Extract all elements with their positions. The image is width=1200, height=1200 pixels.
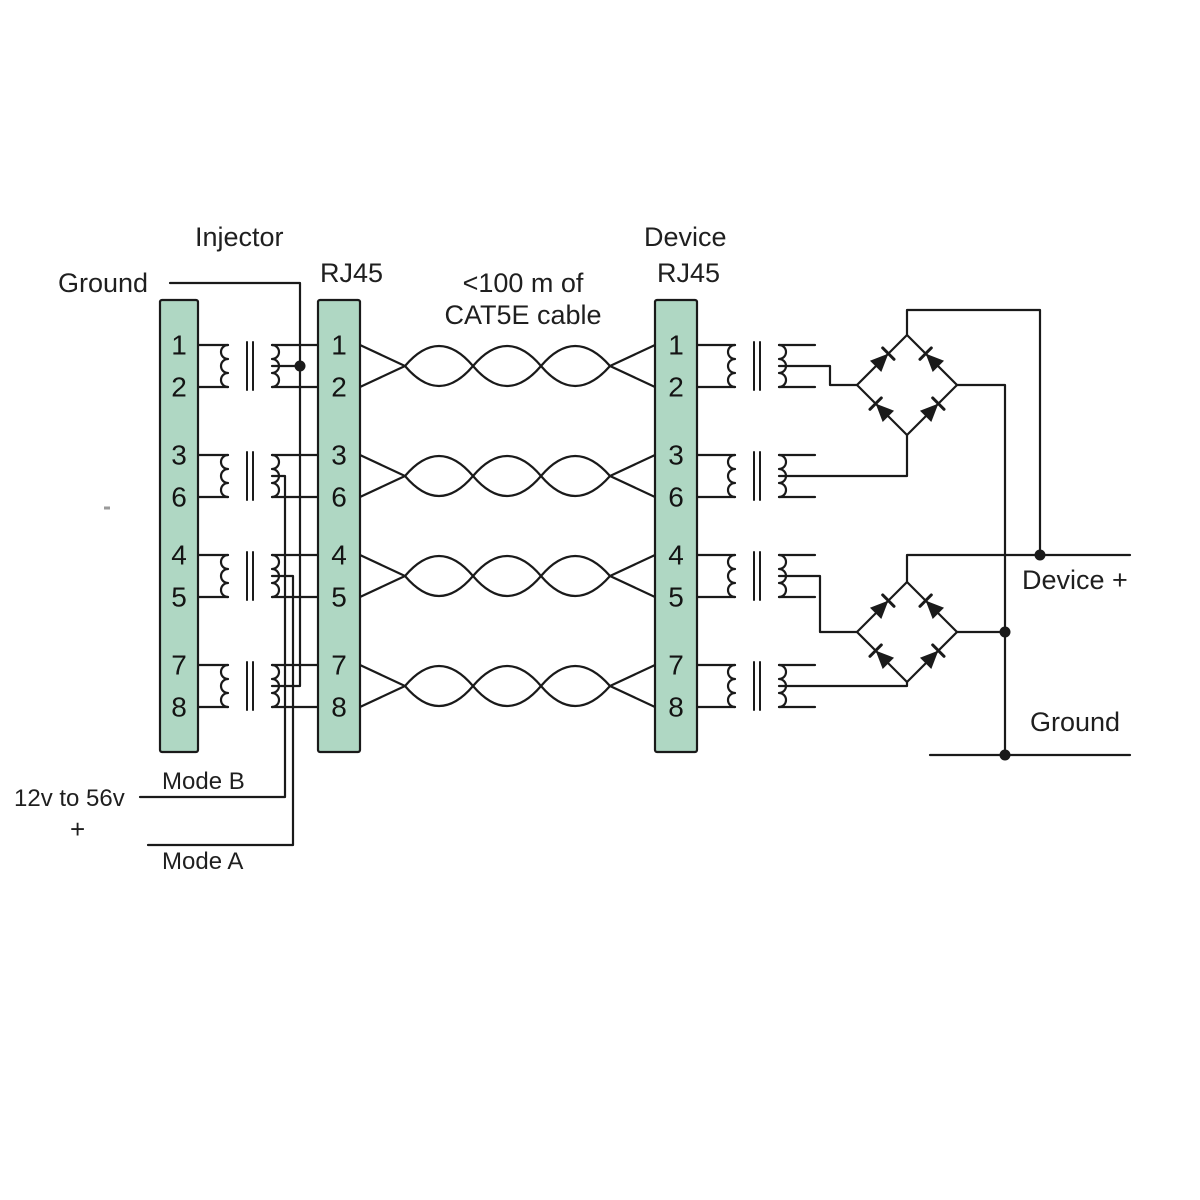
bridge-top-plus-wire	[905, 308, 1042, 557]
device-rj45-pin-numbers: 1 2 3 6 4 5 7 8	[668, 330, 684, 723]
device-transformer-pair-4-5	[726, 550, 788, 602]
pin-label: 2	[668, 372, 684, 403]
injector-pin-numbers: 1 2 3 6 4 5 7 8	[171, 330, 187, 723]
label-supply-plus: +	[70, 814, 85, 844]
wire-dev-pair-3-6	[695, 433, 909, 499]
label-rj45-left: RJ45	[320, 258, 383, 288]
diode-bridge-bottom	[855, 580, 959, 684]
label-rj45-right: RJ45	[657, 258, 720, 288]
label-ground-left: Ground	[58, 268, 148, 298]
injector-rj45-connector-bar	[316, 298, 362, 754]
device-transformer-pair-3-6	[726, 450, 788, 502]
label-device: Device	[644, 222, 727, 252]
pin-label: 1	[331, 330, 347, 361]
label-cable-line2: CAT5E cable	[444, 300, 601, 330]
pin-label: 5	[171, 582, 187, 613]
junction-dot	[1034, 549, 1046, 561]
wire-dev-pair-1-2	[695, 343, 859, 389]
pin-label: 1	[171, 330, 187, 361]
wire-pair-4-5	[196, 553, 320, 599]
label-mode-b: Mode B	[162, 768, 245, 795]
injector-rj45-pin-numbers: 1 2 3 6 4 5 7 8	[331, 330, 347, 723]
injector-transformer-pair-3-6	[219, 450, 281, 502]
twisted-pair-7-8	[358, 663, 657, 709]
mode-a-wire	[146, 574, 295, 847]
pin-label: 5	[668, 582, 684, 613]
pin-label: 6	[331, 482, 347, 513]
pin-label: 3	[171, 440, 187, 471]
wire-pair-1-2	[196, 343, 320, 389]
bridge-top-return-wire	[955, 383, 1007, 757]
wire-pair-7-8	[196, 663, 320, 709]
bridge-output-wires	[905, 308, 1132, 757]
pin-label: 6	[171, 482, 187, 513]
twisted-pair-3-6	[358, 453, 657, 499]
pin-label: 7	[171, 650, 187, 681]
label-injector: Injector	[195, 222, 284, 252]
label-cable-line1: <100 m of	[463, 268, 584, 298]
twisted-pair-1-2	[358, 343, 657, 389]
injector-transformer-pair-1-2	[219, 340, 281, 392]
label-supply-range: 12v to 56v	[14, 785, 125, 812]
junction-dot	[999, 749, 1011, 761]
pin-label: 4	[668, 540, 684, 571]
wire-dev-pair-7-8	[695, 663, 909, 709]
pin-label: 7	[331, 650, 347, 681]
junction-dot	[999, 626, 1011, 638]
wire-pair-3-6	[196, 453, 320, 499]
label-mode-a: Mode A	[162, 848, 243, 875]
injector-pin-connector-bar	[158, 298, 200, 754]
pin-label: 4	[331, 540, 347, 571]
pin-label: 8	[668, 692, 684, 723]
twisted-pair-4-5	[358, 553, 657, 599]
pin-label: 1	[668, 330, 684, 361]
pin-label: 8	[171, 692, 187, 723]
injector-winding-wires	[196, 343, 320, 709]
junction-dot	[294, 360, 306, 372]
label-device-plus: Device +	[1022, 565, 1128, 595]
pin-label: 2	[171, 372, 187, 403]
device-transformer-pair-1-2	[726, 340, 788, 392]
device-rj45-connector-bar	[653, 298, 699, 754]
injector-transformer-pair-7-8	[219, 660, 281, 712]
pin-label: 3	[668, 440, 684, 471]
label-ground-right: Ground	[1030, 707, 1120, 737]
pin-label: 5	[331, 582, 347, 613]
injector-transformer-pair-4-5	[219, 550, 281, 602]
device-winding-wires	[695, 343, 909, 709]
cat5e-twisted-pairs	[358, 343, 657, 709]
pin-label: 8	[331, 692, 347, 723]
diode-bridge-top	[855, 333, 959, 437]
wire-dev-pair-4-5	[695, 553, 859, 634]
device-plus-wire	[905, 553, 1132, 584]
pin-label: 2	[331, 372, 347, 403]
pin-label: 4	[171, 540, 187, 571]
device-transformer-pair-7-8	[726, 660, 788, 712]
pin-label: 6	[668, 482, 684, 513]
pin-label: 3	[331, 440, 347, 471]
pin-label: 7	[668, 650, 684, 681]
